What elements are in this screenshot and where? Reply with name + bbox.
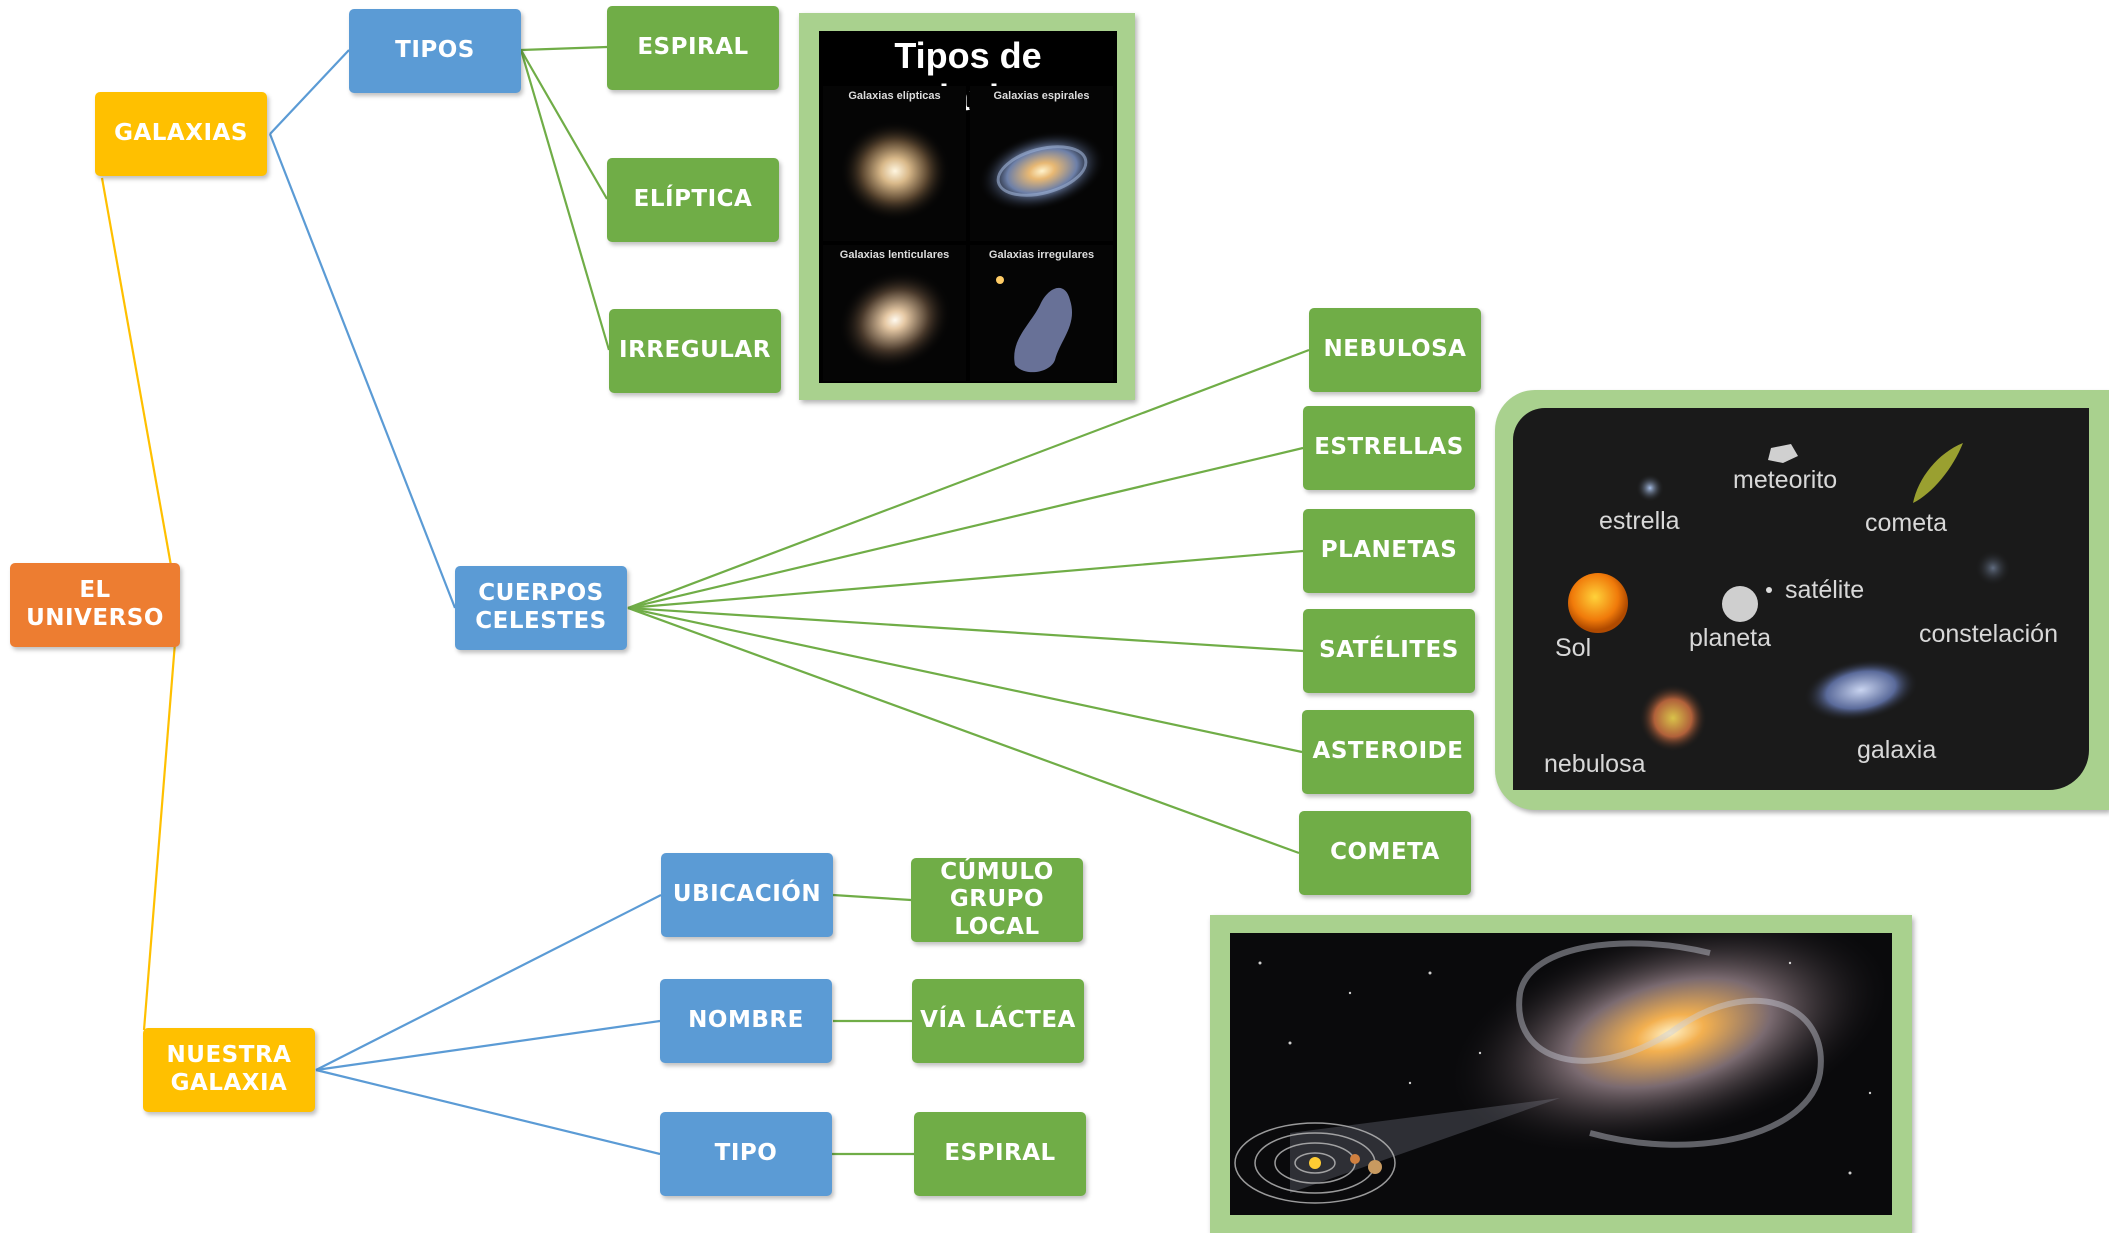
node-galaxias[interactable]: GALAXIAS: [95, 92, 267, 176]
connector-cuerpos-nebulosa: [627, 348, 1310, 610]
connector-tipos-espiral: [520, 45, 608, 52]
milky-way-image-frame: [1210, 915, 1912, 1233]
node-cuerpos-celestes[interactable]: CUERPOS CELESTES: [455, 566, 627, 650]
cell-lenticular-label: Galaxias lenticulares: [839, 249, 950, 261]
milky-way-spiral-graphic: [1234, 933, 1892, 1204]
node-tipo-espiral[interactable]: ESPIRAL: [607, 6, 779, 90]
connector-cuerpos-estrellas: [627, 446, 1304, 610]
label-estrella: estrella: [1599, 507, 1680, 535]
node-tipo[interactable]: TIPO: [660, 1112, 832, 1196]
cell-spiral: Galaxias espirales: [970, 86, 1113, 241]
galaxy-types-image: Tipos de galaxias Galaxias elípticas Gal…: [819, 31, 1117, 383]
connector-cuerpos-planetas: [627, 549, 1304, 610]
connector-nuestra-tipo: [315, 1068, 661, 1156]
label-constelacion: constelación: [1919, 620, 2058, 648]
connector-cuerpos-satelites: [627, 606, 1304, 653]
galaxy-types-image-frame: Tipos de galaxias Galaxias elípticas Gal…: [799, 13, 1135, 400]
root-node-el-universo[interactable]: EL UNIVERSO: [10, 563, 180, 647]
label-cometa: cometa: [1865, 509, 1947, 537]
node-tipo-irregular[interactable]: IRREGULAR: [609, 309, 781, 393]
label-sol: Sol: [1555, 634, 1592, 662]
sun-object: [1568, 573, 1628, 633]
cell-elliptical-label: Galaxias elípticas: [848, 90, 941, 102]
node-nombre[interactable]: NOMBRE: [660, 979, 832, 1063]
irregular-galaxy-icon: [996, 276, 1073, 373]
node-ubicacion[interactable]: UBICACIÓN: [661, 853, 833, 937]
planet-object: [1722, 586, 1758, 622]
label-planeta: planeta: [1689, 624, 1772, 652]
celestial-objects-graphic: [1568, 443, 2011, 752]
connector-nuestra-nombre: [315, 1019, 661, 1072]
node-estrellas[interactable]: ESTRELLAS: [1303, 406, 1475, 490]
celestial-bodies-image-frame: meteorito estrella cometa satélite Sol p…: [1495, 390, 2109, 810]
galaxy-object: [1803, 658, 1919, 722]
elliptical-galaxy-icon: [840, 121, 950, 221]
celestial-bodies-image: meteorito estrella cometa satélite Sol p…: [1513, 408, 2089, 790]
comet-object: [1913, 443, 1963, 503]
star-object: [1636, 474, 1664, 502]
connector-universo-galaxias: [100, 177, 180, 606]
cell-irregular-label: Galaxias irregulares: [988, 249, 1095, 261]
connector-tipos-eliptica: [520, 49, 608, 200]
connector-ubicacion-value: [832, 893, 912, 902]
node-tipos[interactable]: TIPOS: [349, 9, 521, 93]
connector-galaxias-tipos: [269, 49, 350, 135]
cell-elliptical: Galaxias elípticas: [823, 86, 966, 241]
nebula-object: [1639, 684, 1707, 752]
node-espiral-value[interactable]: ESPIRAL: [914, 1112, 1086, 1196]
node-planetas[interactable]: PLANETAS: [1303, 509, 1475, 593]
node-nuestra-galaxia[interactable]: NUESTRA GALAXIA: [143, 1028, 315, 1112]
connector-cuerpos-asteroide: [627, 606, 1303, 754]
label-meteorito: meteorito: [1733, 466, 1838, 494]
node-via-lactea[interactable]: VÍA LÁCTEA: [912, 979, 1084, 1063]
connector-nuestra-ubicacion: [315, 894, 662, 1071]
label-nebulosa: nebulosa: [1544, 750, 1646, 778]
label-galaxia: galaxia: [1857, 736, 1937, 764]
node-satelites[interactable]: SATÉLITES: [1303, 609, 1475, 693]
satellite-object: [1766, 587, 1772, 593]
node-asteroide[interactable]: ASTEROIDE: [1302, 710, 1474, 794]
connector-universo-nuestra: [142, 604, 180, 1031]
connector-tipos-irregular: [519, 49, 611, 351]
milky-way-image: [1230, 933, 1892, 1215]
node-tipo-eliptica[interactable]: ELÍPTICA: [607, 158, 779, 242]
connector-cuerpos-cometa: [627, 606, 1300, 855]
meteorite-object: [1768, 444, 1798, 463]
cell-lenticular: Galaxias lenticulares: [823, 245, 966, 381]
node-cumulo-grupo-local[interactable]: CÚMULO GRUPO LOCAL: [911, 858, 1083, 942]
node-nebulosa[interactable]: NEBULOSA: [1309, 308, 1481, 392]
lenticular-galaxy-icon: [838, 270, 952, 370]
connector-galaxias-cuerpos: [268, 133, 457, 609]
spiral-galaxy-icon: [978, 130, 1106, 212]
node-cometa[interactable]: COMETA: [1299, 811, 1471, 895]
label-satelite: satélite: [1785, 576, 1865, 604]
cell-spiral-label: Galaxias espirales: [993, 90, 1090, 102]
cell-irregular: Galaxias irregulares: [970, 245, 1113, 381]
